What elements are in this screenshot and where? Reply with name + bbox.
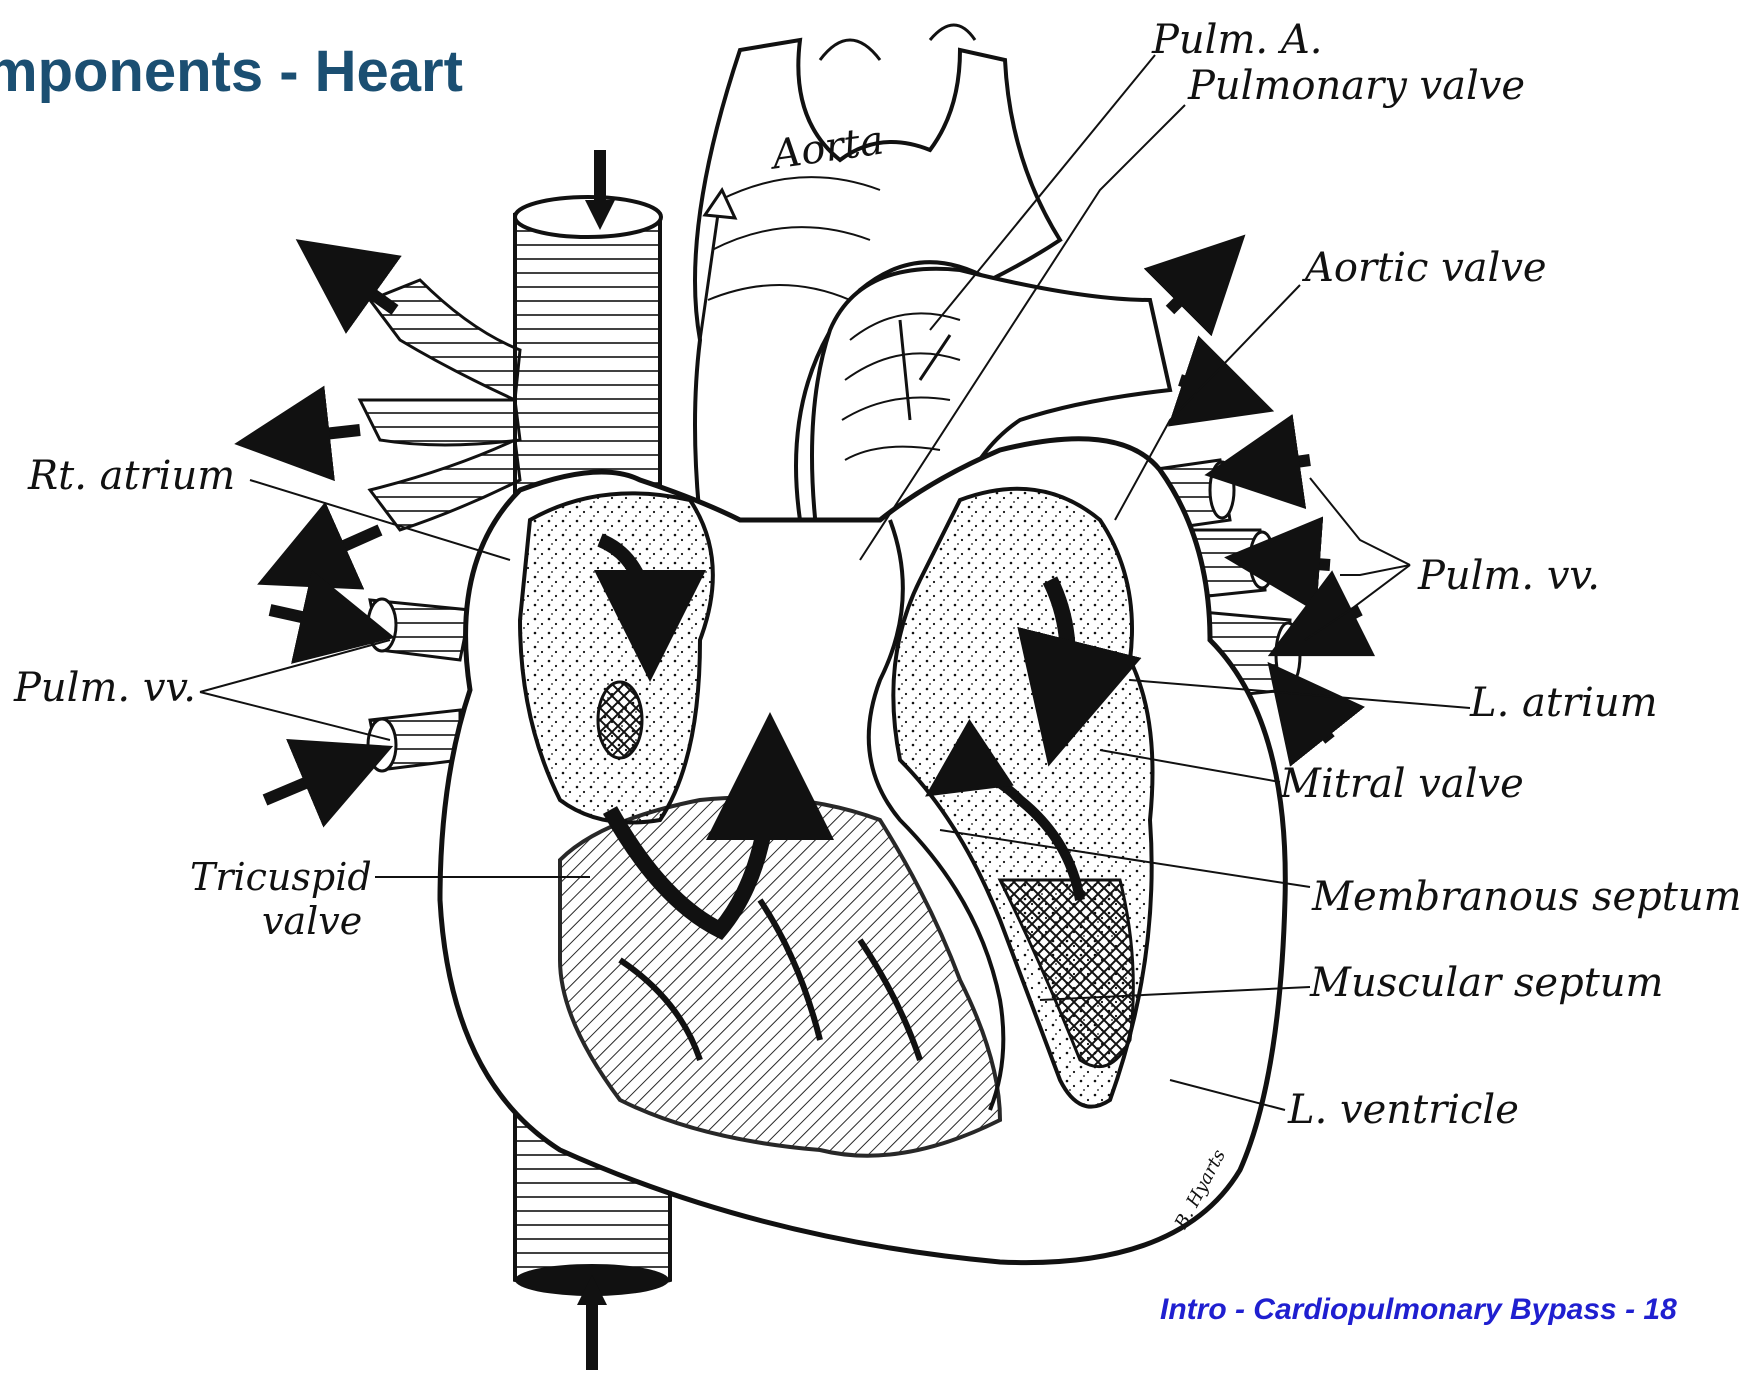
- label-l-ventricle: L. ventricle: [1288, 1090, 1519, 1130]
- label-mitral-valve: Mitral valve: [1280, 764, 1524, 804]
- label-tricuspid-line2: valve: [262, 902, 362, 940]
- label-aortic-valve: Aortic valve: [1305, 248, 1547, 288]
- label-pulm-a: Pulm. A.: [1152, 20, 1322, 60]
- label-l-atrium: L. atrium: [1470, 683, 1658, 723]
- label-pulm-vv-left: Pulm. vv.: [14, 668, 196, 708]
- superior-vena-cava: [515, 197, 661, 500]
- slide-footer: Intro - Cardiopulmonary Bypass - 18: [1160, 1293, 1677, 1327]
- label-pulm-vv-right: Pulm. vv.: [1418, 556, 1600, 596]
- label-rt-atrium: Rt. atrium: [28, 456, 235, 496]
- label-pulmonary-valve: Pulmonary valve: [1188, 66, 1525, 106]
- label-membranous-septum: Membranous septum: [1312, 877, 1742, 917]
- label-tricuspid-line1: Tricuspid: [190, 858, 372, 896]
- label-muscular-septum: Muscular septum: [1310, 963, 1663, 1003]
